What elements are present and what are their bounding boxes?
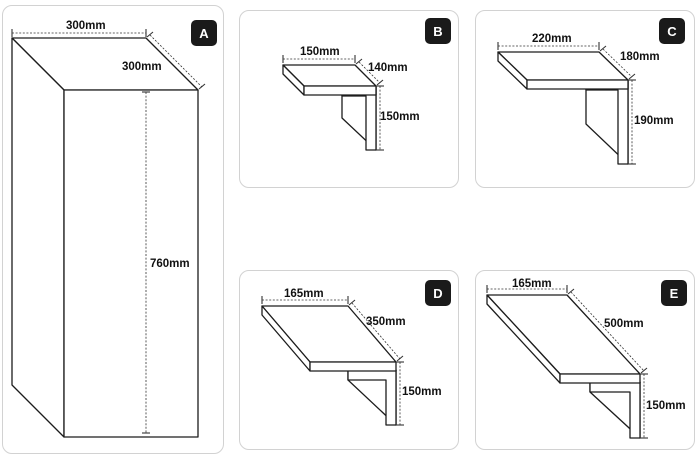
shelf-e-depth-label: 500mm bbox=[604, 318, 644, 330]
shelf-d-depth-label: 350mm bbox=[366, 316, 406, 328]
shelf-e-width-label: 165mm bbox=[512, 278, 552, 290]
shelf-e-top-face bbox=[486, 294, 641, 375]
box-a-left-face bbox=[11, 37, 65, 438]
badge-b: B bbox=[425, 18, 451, 44]
box-a-width-label: 300mm bbox=[66, 20, 106, 32]
shelf-b-width-label: 150mm bbox=[300, 46, 340, 58]
shelf-e-drawing: 165mm 500mm 150mm bbox=[486, 278, 686, 439]
shelf-b-drawing: 150mm 140mm 150mm bbox=[282, 46, 420, 151]
shelf-c-height-label: 190mm bbox=[634, 115, 674, 127]
shelf-b-depth-label: 140mm bbox=[368, 62, 408, 74]
badge-e: E bbox=[661, 280, 687, 306]
box-a-depth-label: 300mm bbox=[122, 61, 162, 73]
shelf-c-width-label: 220mm bbox=[532, 33, 572, 45]
panel-c bbox=[475, 10, 695, 188]
shelf-d-height-label: 150mm bbox=[402, 386, 442, 398]
shelf-c-depth-label: 180mm bbox=[620, 51, 660, 63]
box-a-drawing: 300mm 300mm 760mm bbox=[11, 20, 206, 438]
box-a-front-face bbox=[63, 89, 199, 438]
badge-c: C bbox=[659, 18, 685, 44]
shelf-d-drawing: 165mm 350mm 150mm bbox=[261, 288, 442, 426]
shelf-b-height-label: 150mm bbox=[380, 111, 420, 123]
box-a-height-label: 760mm bbox=[150, 258, 190, 270]
shelf-d-width-label: 165mm bbox=[284, 288, 324, 300]
badge-d: D bbox=[425, 280, 451, 306]
shelf-c-drawing: 220mm 180mm 190mm bbox=[497, 33, 674, 165]
shelf-e-height-label: 150mm bbox=[646, 400, 686, 412]
badge-a: A bbox=[191, 20, 217, 46]
